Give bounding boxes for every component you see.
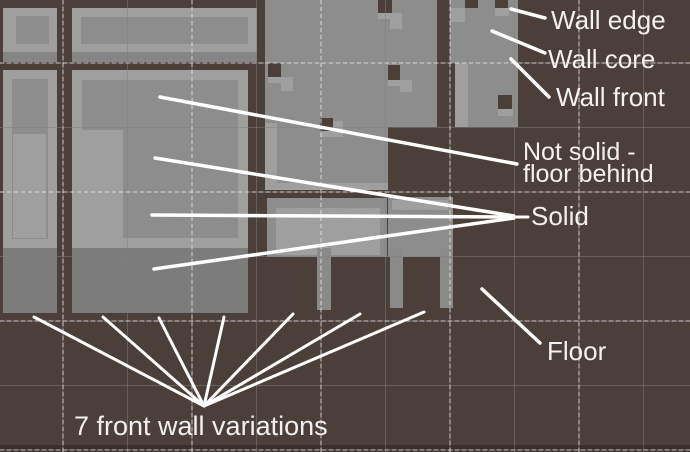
wall-edge-highlight	[450, 8, 465, 22]
solid-pointer-line-3	[152, 216, 516, 271]
solid-pointer-line-2	[150, 213, 516, 219]
fan-line-front-wall-variation	[202, 312, 295, 408]
wall-edge-highlight	[390, 13, 402, 29]
floor-notch	[268, 63, 281, 77]
wall-edge-highlight	[268, 77, 293, 83]
wall-edge-highlight	[3, 241, 57, 248]
wall-core-tile	[16, 16, 49, 44]
wall-edge-highlight	[392, 200, 448, 210]
wall-core-pointer-line	[490, 29, 547, 55]
fan-line-front-wall-variation	[101, 315, 206, 408]
label-not-solid-line2: floor behind	[523, 160, 654, 188]
wall-edge-highlight	[400, 80, 412, 92]
floor-notch	[498, 95, 512, 109]
wall-edge-highlight	[265, 123, 277, 190]
fan-line-front-wall-variation	[157, 316, 206, 408]
wall-edge-highlight	[495, 8, 509, 16]
label-not-solid-line1: Not solid -	[523, 138, 636, 166]
window-edge	[0, 445, 690, 452]
solid-pointer-line-1	[153, 156, 516, 218]
label-wall-edge: Wall edge	[551, 5, 666, 35]
wall-edge-highlight	[455, 63, 468, 127]
wall-edge-highlight	[281, 77, 293, 91]
fan-line-front-wall-variation	[32, 315, 206, 408]
fan-line-front-wall-variation	[202, 312, 362, 408]
wall-edge-highlight	[13, 134, 46, 238]
fan-line-front-wall-variation	[202, 315, 226, 408]
wall-edge-highlight	[80, 130, 123, 240]
wall-front-pillar	[390, 248, 403, 308]
wall-front-pointer-line	[509, 57, 551, 99]
floor-notch	[388, 65, 400, 80]
label-not-solid: Not solid - floor behind	[523, 138, 654, 188]
label-solid: Solid	[531, 201, 589, 231]
not-solid-pointer-line	[158, 95, 519, 166]
wall-edge-highlight	[72, 241, 248, 248]
wall-edge-pointer-line	[509, 7, 547, 20]
label-wall-front: Wall front	[556, 82, 665, 112]
wall-front-face	[3, 52, 57, 62]
wall-core-tile	[81, 17, 248, 44]
label-floor: Floor	[547, 336, 607, 366]
floor-notch	[495, 0, 508, 8]
floor-pointer-line	[480, 287, 542, 345]
wall-front-face	[72, 52, 257, 62]
floor-notch	[465, 0, 478, 8]
label-front-wall-variations: 7 front wall variations	[74, 411, 328, 441]
wall-edge-highlight	[498, 109, 513, 116]
wall-edge-highlight	[320, 131, 343, 137]
label-wall-core: Wall core	[548, 44, 656, 74]
fan-line-front-wall-variation	[202, 310, 426, 408]
wall-front-face	[3, 248, 57, 313]
